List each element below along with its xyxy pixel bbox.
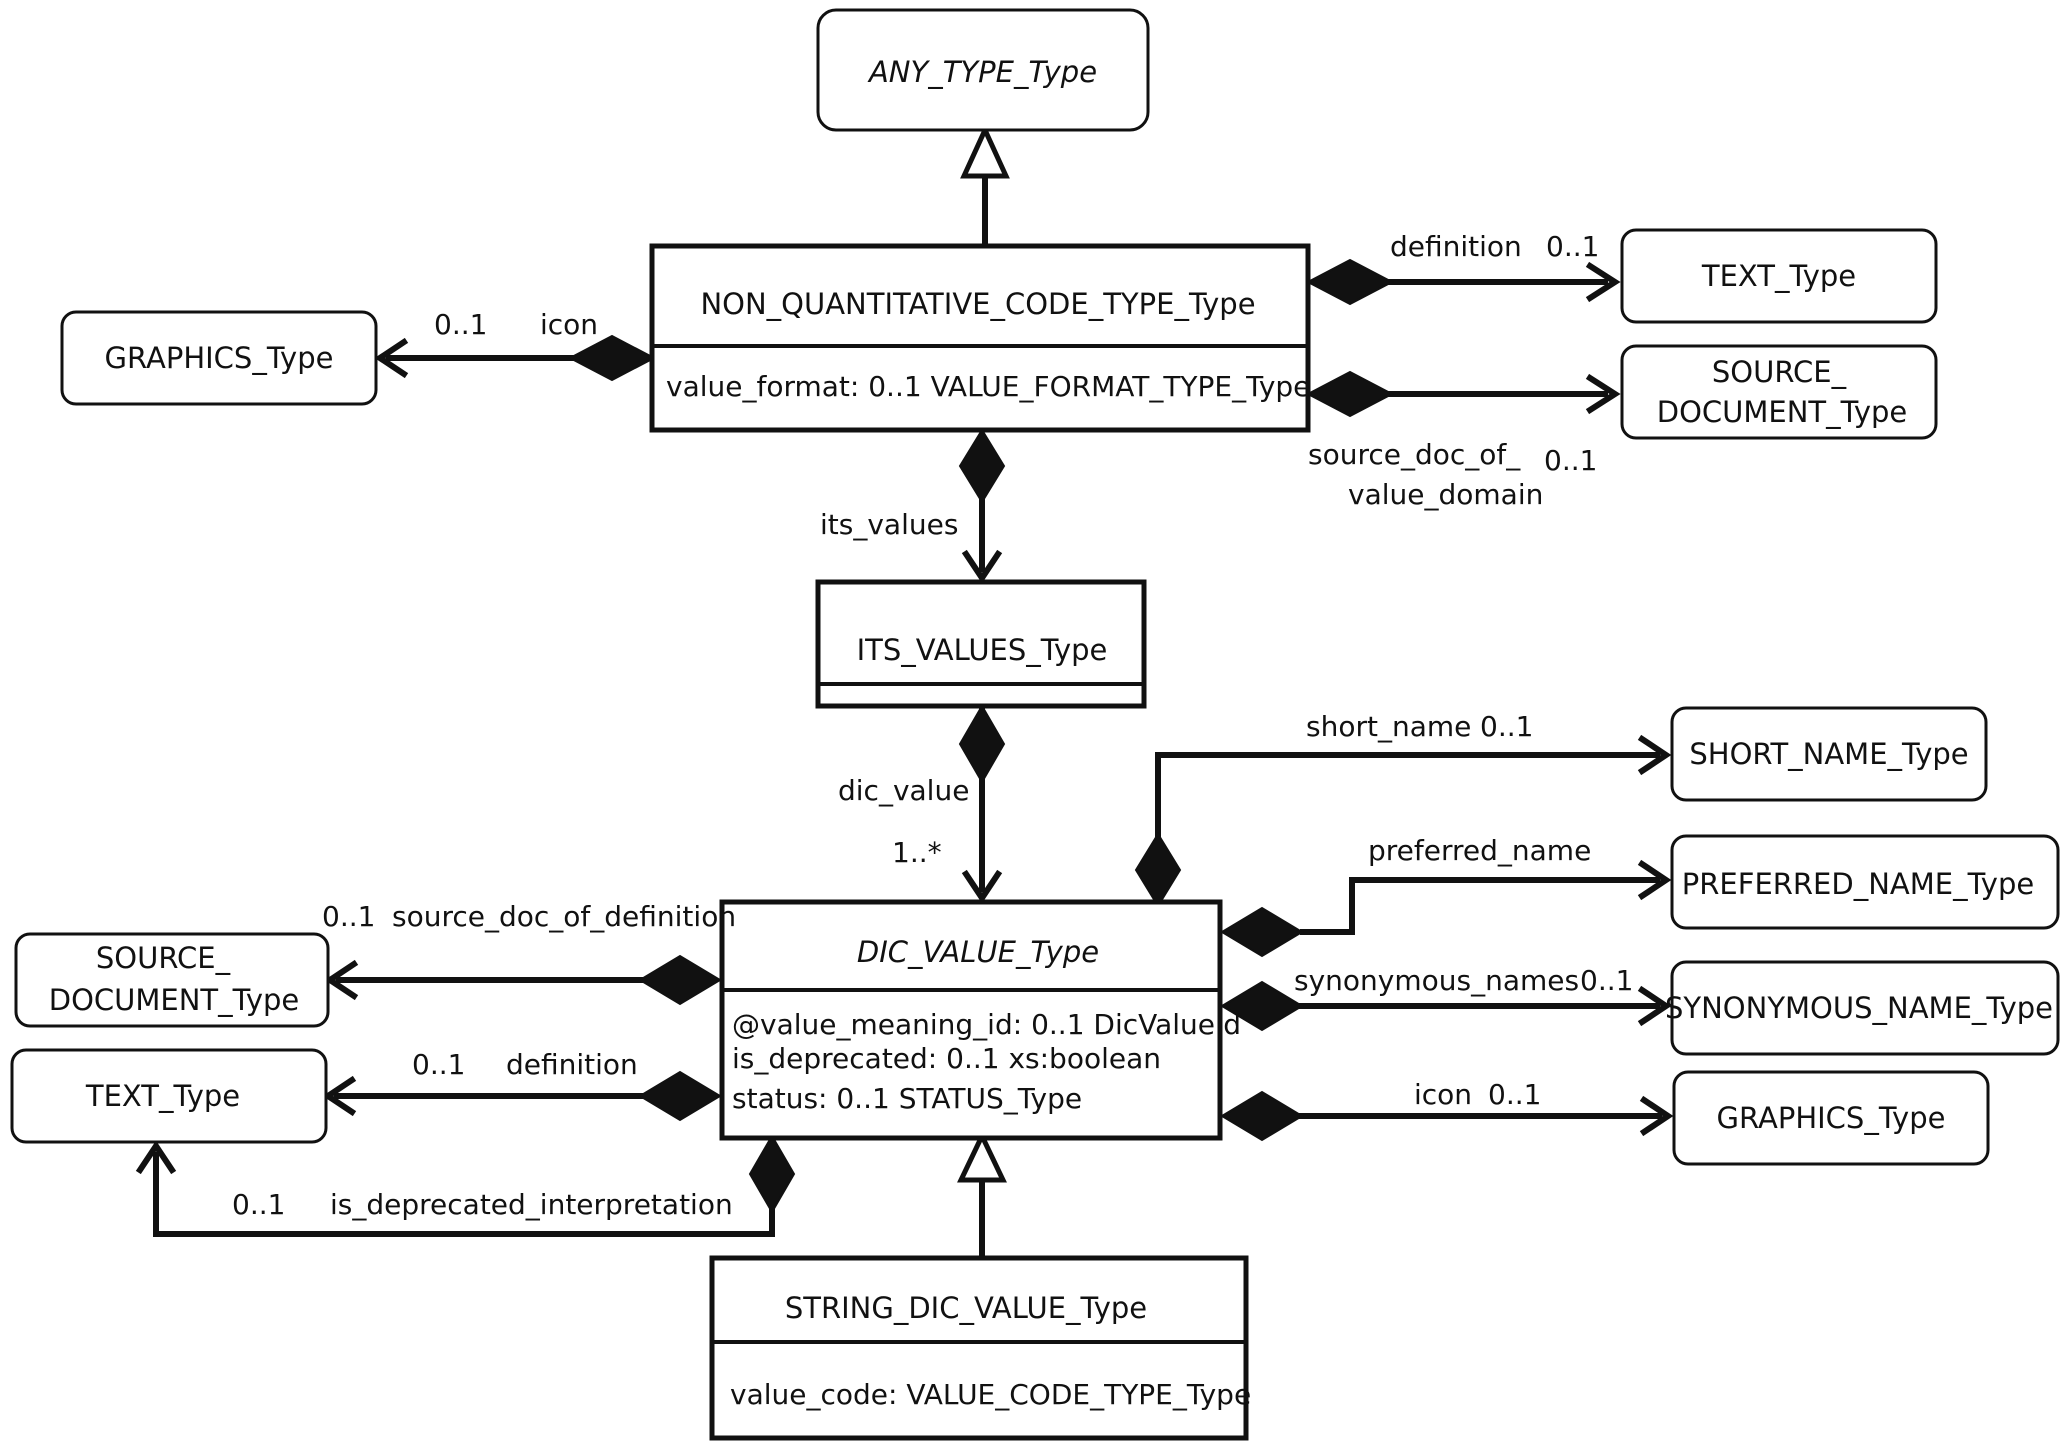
label-icon-right: icon bbox=[1414, 1078, 1472, 1111]
class-graphics-top[interactable]: GRAPHICS_Type bbox=[60, 310, 378, 406]
label-preferred-name: preferred_name bbox=[1368, 834, 1591, 867]
label-synonymous-names-mult: 0..1 bbox=[1580, 964, 1633, 997]
class-source-document-top-label-1: SOURCE_ bbox=[1712, 355, 1847, 389]
class-source-document-top-label-2: DOCUMENT_Type bbox=[1657, 395, 1908, 429]
class-text-left-label: TEXT_Type bbox=[85, 1079, 240, 1113]
generalization-nonquant-to-anytype bbox=[960, 123, 1010, 245]
label-icon-top: icon bbox=[540, 308, 598, 341]
assoc-source-doc-value-domain bbox=[1305, 370, 1621, 418]
label-its-values: its_values bbox=[820, 508, 958, 541]
assoc-synonymous-names bbox=[1220, 980, 1672, 1032]
class-non-quantitative-label: NON_QUANTITATIVE_CODE_TYPE_Type bbox=[700, 287, 1255, 321]
class-dic-value[interactable]: DIC_VALUE_Type @value_meaning_id: 0..1 D… bbox=[719, 899, 1241, 1141]
class-dic-value-attr-3: status: 0..1 STATUS_Type bbox=[732, 1082, 1082, 1115]
label-source-doc-vd-1: source_doc_of_ bbox=[1308, 438, 1521, 471]
label-is-deprecated-interp-mult: 0..1 bbox=[232, 1188, 285, 1221]
class-source-document-left-label-1: SOURCE_ bbox=[96, 941, 231, 975]
label-icon-right-mult: 0..1 bbox=[1488, 1078, 1541, 1111]
class-its-values-label: ITS_VALUES_Type bbox=[857, 633, 1108, 667]
assoc-its-values bbox=[958, 428, 1006, 584]
label-source-doc-vd-mult: 0..1 bbox=[1544, 444, 1597, 477]
label-short-name-mult: 0..1 bbox=[1480, 710, 1533, 743]
label-definition-left: definition bbox=[506, 1048, 638, 1081]
label-synonymous-names: synonymous_names bbox=[1294, 964, 1579, 997]
label-short-name: short_name bbox=[1306, 710, 1471, 743]
label-dic-value: dic_value bbox=[838, 774, 969, 807]
class-dic-value-label: DIC_VALUE_Type bbox=[857, 935, 1099, 969]
class-text-top-label: TEXT_Type bbox=[1701, 259, 1856, 293]
class-graphics-right-label: GRAPHICS_Type bbox=[1717, 1101, 1946, 1135]
class-any-type[interactable]: ANY_TYPE_Type bbox=[816, 8, 1150, 132]
class-dic-value-attr-2: is_deprecated: 0..1 xs:boolean bbox=[732, 1042, 1161, 1075]
label-definition-top-mult: 0..1 bbox=[1546, 230, 1599, 263]
class-graphics-right[interactable]: GRAPHICS_Type bbox=[1672, 1070, 1990, 1166]
assoc-dic-value bbox=[958, 704, 1006, 904]
class-short-name[interactable]: SHORT_NAME_Type bbox=[1670, 706, 1988, 802]
class-source-document-top[interactable]: SOURCE_ DOCUMENT_Type bbox=[1620, 344, 1938, 440]
class-any-type-label: ANY_TYPE_Type bbox=[867, 55, 1097, 89]
class-string-dic-value[interactable]: STRING_DIC_VALUE_Type value_code: VALUE_… bbox=[709, 1255, 1251, 1441]
class-non-quantitative-code-type[interactable]: NON_QUANTITATIVE_CODE_TYPE_Type value_fo… bbox=[649, 243, 1311, 433]
assoc-source-doc-definition bbox=[324, 954, 722, 1006]
class-source-document-left[interactable]: SOURCE_ DOCUMENT_Type bbox=[14, 932, 330, 1028]
class-graphics-top-label: GRAPHICS_Type bbox=[105, 341, 334, 375]
label-source-doc-def-mult: 0..1 bbox=[322, 900, 375, 933]
assoc-definition-top bbox=[1305, 258, 1621, 306]
class-source-document-left-label-2: DOCUMENT_Type bbox=[49, 983, 300, 1017]
label-source-doc-def: source_doc_of_definition bbox=[392, 900, 736, 933]
class-non-quantitative-attr: value_format: 0..1 VALUE_FORMAT_TYPE_Typ… bbox=[666, 370, 1310, 403]
class-synonymous-name[interactable]: SYNONYMOUS_NAME_Type bbox=[1665, 960, 2060, 1056]
label-icon-top-mult: 0..1 bbox=[434, 308, 487, 341]
label-definition-top: definition bbox=[1390, 230, 1522, 263]
generalization-string-to-dicvalue bbox=[957, 1130, 1007, 1256]
label-is-deprecated-interp: is_deprecated_interpretation bbox=[330, 1188, 733, 1221]
assoc-is-deprecated-interpretation bbox=[135, 1134, 796, 1237]
assoc-icon-right bbox=[1220, 1090, 1674, 1142]
assoc-icon-top bbox=[374, 334, 657, 382]
class-text-top[interactable]: TEXT_Type bbox=[1620, 228, 1938, 324]
label-source-doc-vd-2: value_domain bbox=[1348, 478, 1543, 511]
class-its-values[interactable]: ITS_VALUES_Type bbox=[815, 579, 1147, 709]
class-preferred-name[interactable]: PREFERRED_NAME_Type bbox=[1670, 834, 2060, 930]
class-preferred-name-label: PREFERRED_NAME_Type bbox=[1682, 867, 2034, 901]
class-synonymous-name-label: SYNONYMOUS_NAME_Type bbox=[1665, 991, 2053, 1025]
class-short-name-label: SHORT_NAME_Type bbox=[1689, 737, 1968, 771]
class-string-dic-value-label: STRING_DIC_VALUE_Type bbox=[785, 1291, 1147, 1325]
class-string-dic-value-attr: value_code: VALUE_CODE_TYPE_Type bbox=[730, 1378, 1251, 1411]
label-definition-left-mult: 0..1 bbox=[412, 1048, 465, 1081]
label-dic-value-mult: 1..* bbox=[892, 836, 942, 869]
class-text-left[interactable]: TEXT_Type bbox=[10, 1048, 328, 1144]
assoc-preferred-name bbox=[1220, 859, 1672, 958]
class-dic-value-attr-1: @value_meaning_id: 0..1 DicValueId bbox=[732, 1008, 1241, 1041]
